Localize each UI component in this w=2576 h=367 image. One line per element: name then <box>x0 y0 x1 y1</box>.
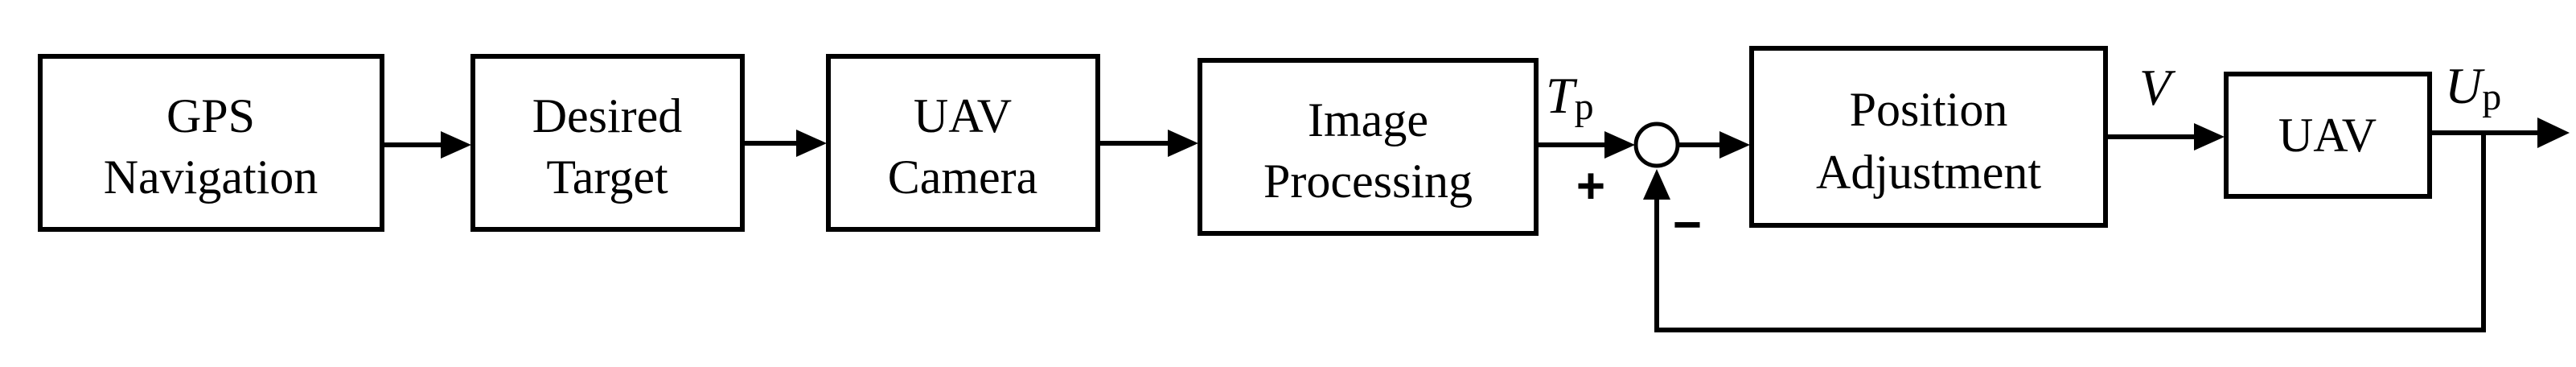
signal-v-symbol: V <box>2139 59 2176 116</box>
wire-sum-to-adjustment <box>1679 131 1750 159</box>
wire-camera-to-processing <box>1098 130 1198 157</box>
image-processing-block: Image Processing <box>1198 58 1539 236</box>
uav-camera-block: UAV Camera <box>826 54 1100 232</box>
uav-block: UAV <box>2224 72 2432 199</box>
position-adjustment-block: Position Adjustment <box>1749 46 2108 228</box>
minus-sign: − <box>1673 197 1702 253</box>
signal-tp-symbol: T <box>1546 67 1578 124</box>
desired-target-block: Desired Target <box>470 54 745 232</box>
signal-tp-subscript: p <box>1575 85 1594 128</box>
uav-camera-line-1: UAV <box>914 89 1012 142</box>
feedback-wire <box>1643 133 2486 332</box>
gps-navigation-line-2: Navigation <box>104 151 318 204</box>
gps-navigation-block: GPS Navigation <box>38 54 384 232</box>
wire-target-to-camera <box>742 130 827 157</box>
uav-camera-line-2: Camera <box>888 151 1038 204</box>
signal-label-v: V <box>2139 59 2176 116</box>
summing-junction <box>1633 122 1680 168</box>
signal-up-symbol: U <box>2445 57 2485 114</box>
wire-gps-to-target <box>382 131 471 159</box>
gps-navigation-line-1: GPS <box>166 89 255 142</box>
desired-target-line-2: Target <box>546 151 668 204</box>
signal-label-tp: Tp <box>1546 67 1594 128</box>
wire-uav-output <box>2430 118 2570 148</box>
wire-processing-to-sum <box>1536 131 1635 159</box>
plus-sign: + <box>1576 159 1605 214</box>
wire-adjustment-to-uav <box>2106 123 2225 151</box>
signal-up-subscript: p <box>2482 76 2501 118</box>
image-processing-line-2: Processing <box>1263 155 1473 208</box>
desired-target-line-1: Desired <box>532 89 683 142</box>
image-processing-line-1: Image <box>1308 93 1428 146</box>
uav-line-1: UAV <box>2278 109 2377 162</box>
position-adjustment-line-1: Position <box>1850 83 2008 136</box>
position-adjustment-line-2: Adjustment <box>1816 146 2041 199</box>
signal-label-up: Up <box>2445 57 2501 118</box>
